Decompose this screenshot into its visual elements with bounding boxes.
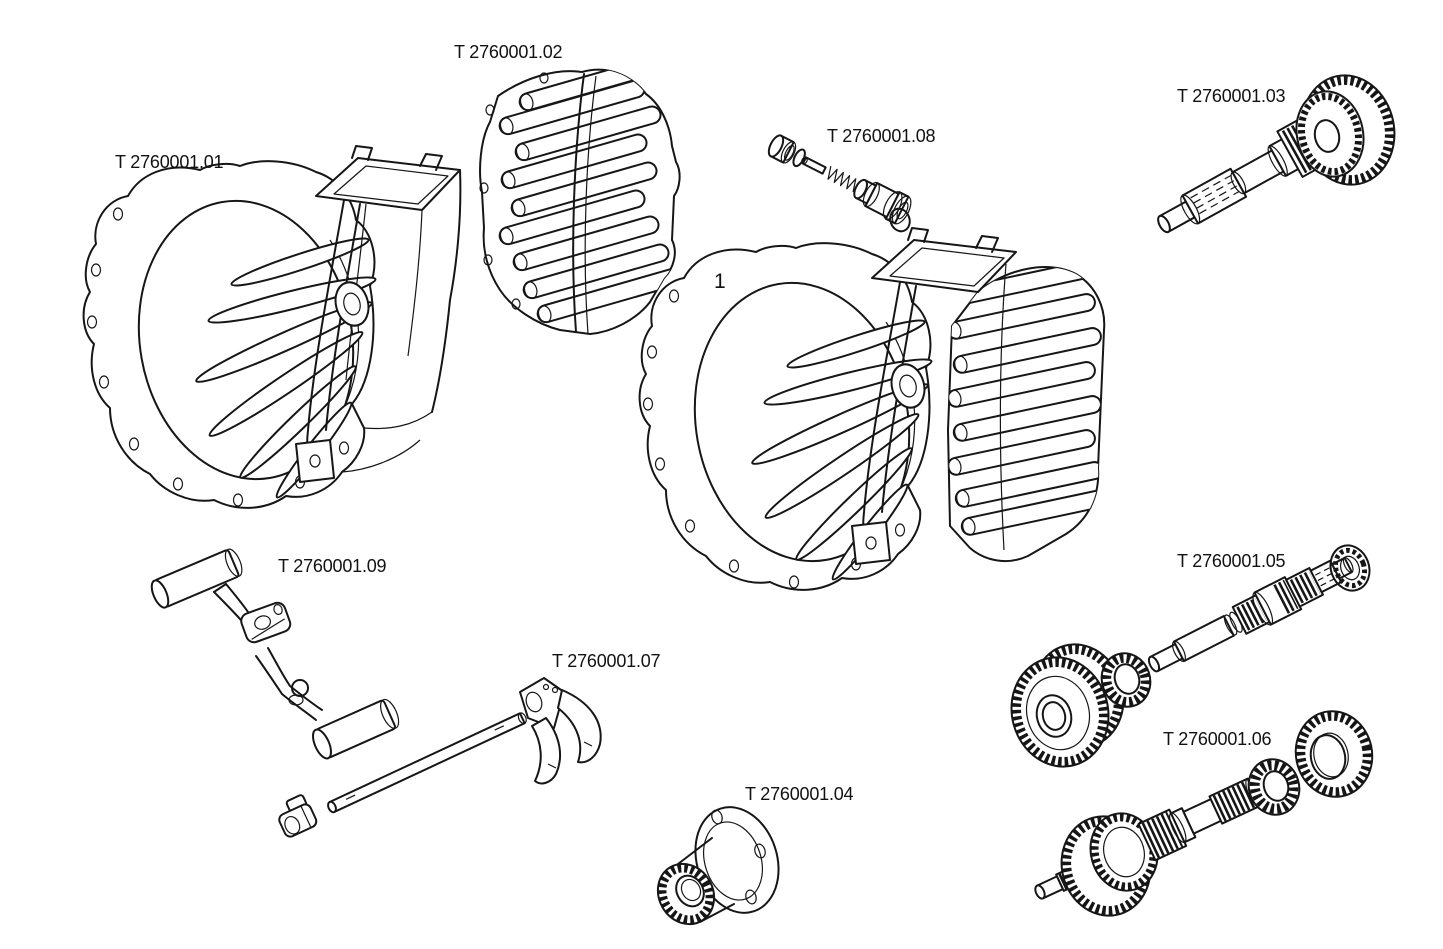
part-label-detent-plunger-kit[interactable]: T 2760001.08 xyxy=(827,126,936,146)
part-label-gearshift-lever[interactable]: T 2760001.09 xyxy=(278,556,387,576)
part-label-gear-case[interactable]: T 2760001.02 xyxy=(454,42,563,62)
transmission-assembly-drawing xyxy=(638,227,1106,591)
part-label-shift-fork-and-rod[interactable]: T 2760001.07 xyxy=(552,651,661,671)
output-flange-drawing xyxy=(656,806,780,926)
part-label-countershaft-gear-set[interactable]: T 2760001.06 xyxy=(1163,729,1272,749)
part-label-input-shaft[interactable]: T 2760001.03 xyxy=(1177,86,1286,106)
gear-case-drawing xyxy=(479,68,681,335)
countershaft-gear-set-drawing xyxy=(1034,710,1374,917)
mainshaft-gear-set-drawing xyxy=(1010,544,1371,768)
gearshift-lever-drawing xyxy=(150,548,400,760)
assembly-callout-1: 1 xyxy=(714,270,726,293)
part-label-output-flange[interactable]: T 2760001.04 xyxy=(745,784,854,804)
part-label-mainshaft-gear-set[interactable]: T 2760001.05 xyxy=(1177,551,1286,571)
input-shaft-drawing xyxy=(1157,74,1396,234)
part-label-clutch-housing[interactable]: T 2760001.01 xyxy=(115,152,224,172)
clutch-housing-drawing xyxy=(82,145,462,509)
detent-plunger-kit-drawing xyxy=(767,134,912,233)
shift-fork-rod-drawing xyxy=(278,677,602,838)
